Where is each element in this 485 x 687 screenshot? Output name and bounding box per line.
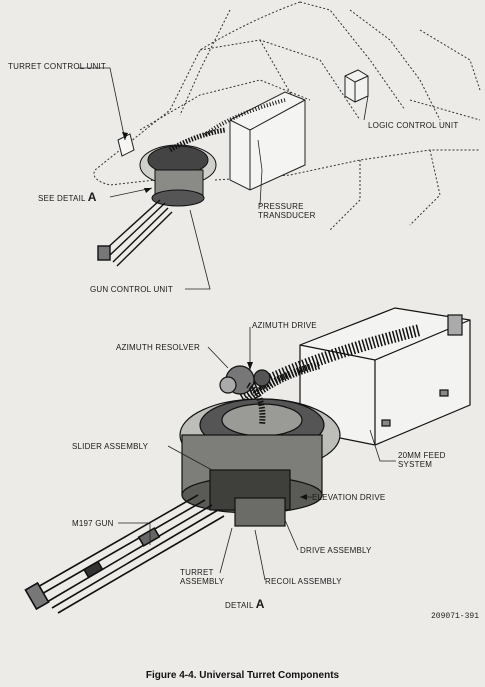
arrowheads bbox=[122, 132, 307, 500]
turret-assembly-line2: ASSEMBLY bbox=[180, 577, 225, 586]
pressure-transducer-line2: TRANSDUCER bbox=[258, 211, 316, 220]
turret-top bbox=[139, 127, 226, 207]
label-turret-control-unit: TURRET CONTROL UNIT bbox=[8, 62, 107, 71]
label-elevation-drive: ELEVATION DRIVE bbox=[312, 493, 386, 502]
ammo-box-top bbox=[203, 91, 306, 191]
label-see-detail: SEE DETAIL A bbox=[38, 190, 97, 204]
turret-assembly-line1: TURRET bbox=[180, 568, 214, 577]
detail-text: DETAIL bbox=[225, 601, 254, 610]
gun-barrels-detail bbox=[24, 494, 225, 614]
drawing-code: 209071-391 bbox=[430, 612, 479, 621]
feed-system-line2: SYSTEM bbox=[398, 460, 433, 469]
leader-lines-detail bbox=[118, 327, 396, 581]
label-20mm-feed-system: 20MM FEED SYSTEM bbox=[398, 451, 446, 469]
label-azimuth-drive: AZIMUTH DRIVE bbox=[252, 321, 317, 330]
see-detail-text: SEE DETAIL bbox=[38, 194, 86, 203]
label-drive-assembly: DRIVE ASSEMBLY bbox=[300, 546, 372, 555]
feed-system-line1: 20MM FEED bbox=[398, 451, 446, 460]
label-slider-assembly: SLIDER ASSEMBLY bbox=[72, 442, 149, 451]
see-detail-letter: A bbox=[87, 190, 97, 204]
label-recoil-assembly: RECOIL ASSEMBLY bbox=[265, 577, 342, 586]
gun-barrels-top bbox=[97, 199, 173, 267]
helicopter-nose-outline bbox=[93, 1, 481, 231]
detail-letter: A bbox=[255, 597, 265, 611]
label-m197-gun: M197 GUN bbox=[72, 519, 114, 528]
label-pressure-transducer: PRESSURE TRANSDUCER bbox=[258, 202, 316, 220]
turret-detail bbox=[179, 365, 341, 527]
label-gun-control-unit: GUN CONTROL UNIT bbox=[90, 285, 173, 294]
label-logic-control-unit: LOGIC CONTROL UNIT bbox=[368, 121, 459, 130]
label-turret-assembly: TURRET ASSEMBLY bbox=[180, 568, 224, 586]
figure-caption: Figure 4-4. Universal Turret Components bbox=[145, 670, 340, 681]
label-azimuth-resolver: AZIMUTH RESOLVER bbox=[116, 343, 200, 352]
leader-lines-top bbox=[78, 67, 369, 290]
logic-control-unit-box bbox=[344, 69, 369, 103]
pressure-transducer-line1: PRESSURE bbox=[258, 202, 304, 211]
label-detail-a: DETAIL A bbox=[225, 597, 265, 611]
